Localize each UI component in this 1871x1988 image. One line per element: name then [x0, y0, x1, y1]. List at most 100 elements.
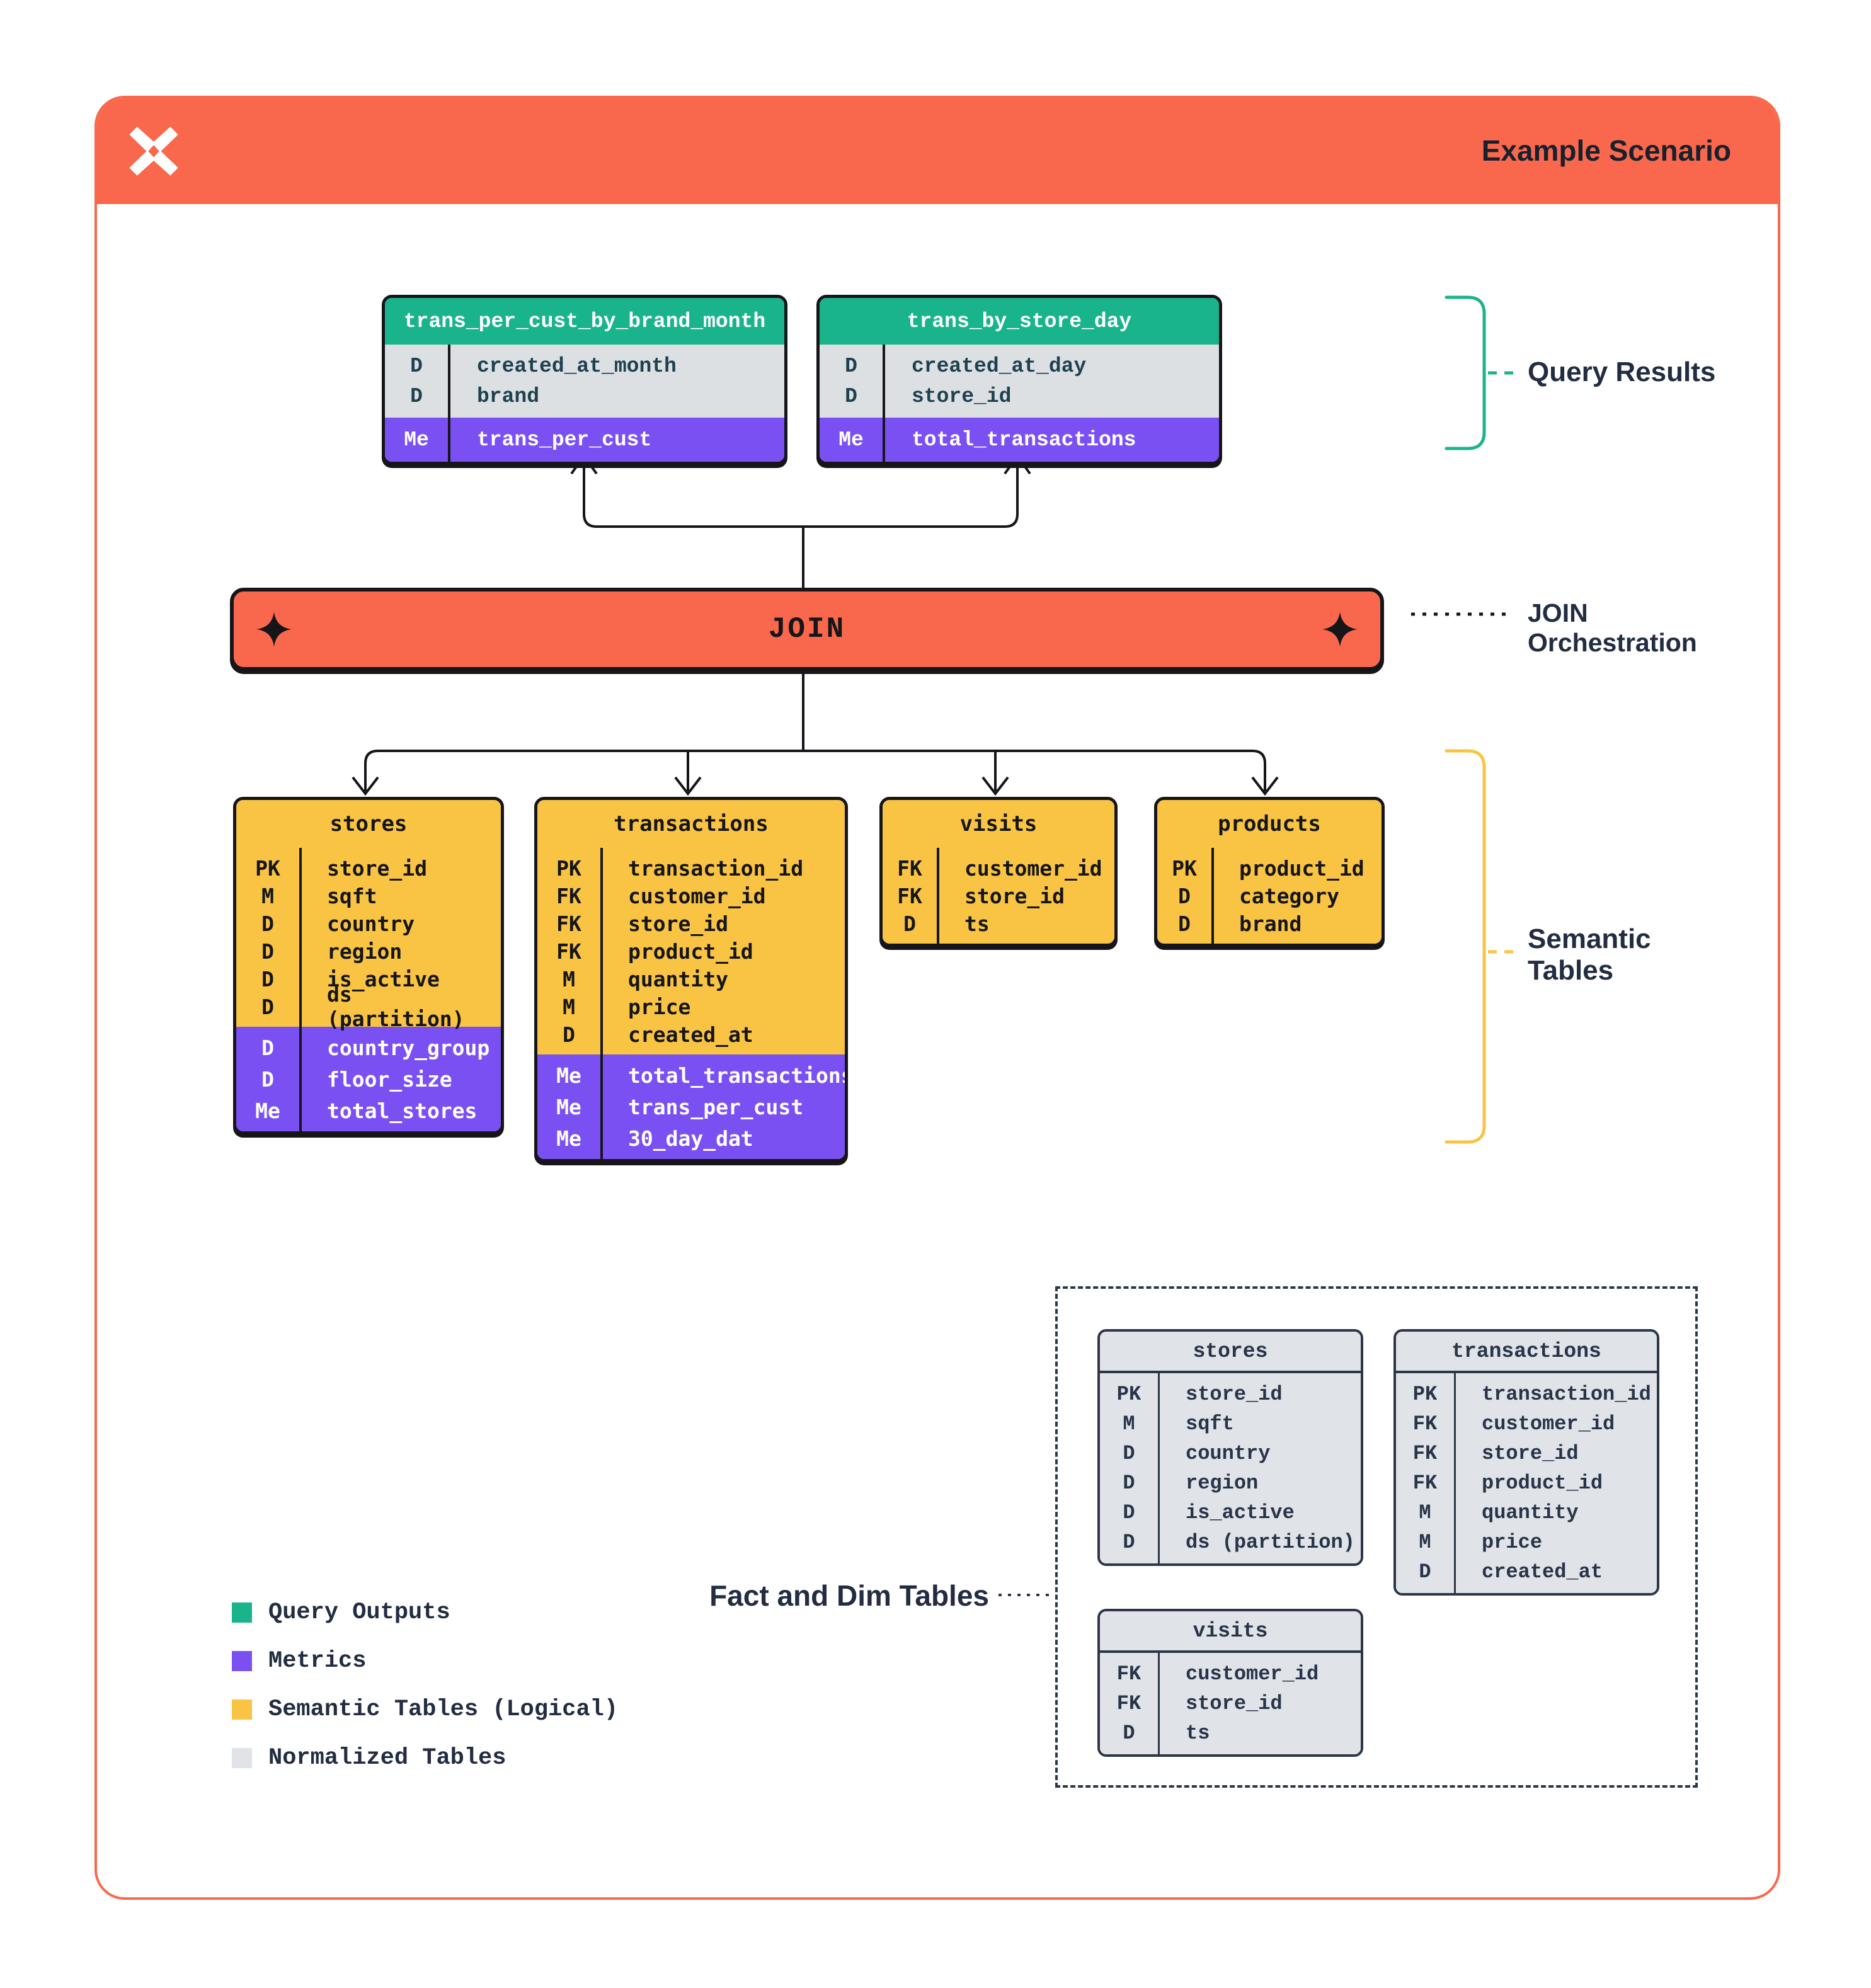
row-field: quantity — [628, 966, 728, 991]
legend-label: Query Outputs — [268, 1599, 450, 1626]
row-field: 30_day_dat — [628, 1126, 753, 1151]
row-field: total_stores — [327, 1098, 478, 1123]
row-key: D — [845, 384, 857, 408]
join-orchestration-line1: JOIN — [1528, 598, 1588, 627]
semantic-tables-annotation: Semantic Tables — [1528, 923, 1651, 986]
column-divider — [1211, 848, 1214, 944]
row-field: store_id — [1186, 1692, 1283, 1715]
row-field: category — [1239, 883, 1339, 908]
row-key: FK — [556, 939, 581, 964]
row-field: ds (partition) — [1186, 1531, 1355, 1554]
join-orchestration-annotation: JOIN Orchestration — [1528, 598, 1697, 658]
row-field: total_transactions — [912, 428, 1136, 452]
row-field: store_id — [912, 384, 1012, 408]
table-title: visits — [883, 800, 1114, 848]
row-key: M — [261, 883, 274, 908]
column-divider — [1158, 1373, 1160, 1563]
row-field: customer_id — [628, 883, 766, 908]
column-divider — [883, 345, 885, 462]
logo-x-icon — [129, 127, 178, 176]
row-key: M — [1419, 1501, 1431, 1524]
row-field: created_at_month — [477, 354, 677, 378]
sparkle-icon — [256, 612, 292, 647]
row-key: D — [903, 911, 916, 936]
row-field: brand — [477, 384, 540, 408]
row-key: Me — [404, 428, 429, 452]
table-row: Me trans_per_cust — [385, 423, 784, 457]
row-key: FK — [897, 855, 922, 881]
row-field: country_group — [327, 1035, 490, 1060]
table-row: Me total_transactions — [820, 423, 1219, 457]
row-field: trans_per_cust — [477, 428, 652, 452]
table-title: stores — [1100, 1332, 1361, 1373]
row-field: created_at — [628, 1022, 753, 1047]
join-orchestration-line2: Orchestration — [1528, 628, 1697, 657]
row-field: store_id — [327, 855, 427, 881]
row-key: PK — [1172, 855, 1197, 881]
row-key: D — [1123, 1501, 1135, 1524]
table-title: transactions — [537, 800, 845, 848]
metric-section: Me trans_per_cust — [385, 418, 784, 462]
row-key: D — [261, 994, 274, 1019]
row-field: store_id — [964, 883, 1065, 908]
table-title: transactions — [1396, 1332, 1657, 1373]
legend-item: Semantic Tables (Logical) — [232, 1696, 618, 1723]
row-key: Me — [838, 428, 864, 452]
row-key: D — [1123, 1442, 1135, 1465]
query-results-annotation: Query Results — [1528, 357, 1716, 387]
row-field: product_id — [1482, 1471, 1603, 1495]
row-field: product_id — [628, 939, 753, 964]
legend-item: Query Outputs — [232, 1599, 618, 1626]
row-field: country — [1186, 1442, 1271, 1465]
row-field: price — [628, 994, 691, 1019]
row-key: D — [1123, 1471, 1135, 1495]
query-outputs-swatch — [232, 1602, 252, 1623]
row-key: FK — [1412, 1471, 1438, 1495]
row-key: D — [410, 354, 423, 378]
row-key: FK — [897, 883, 922, 908]
row-field: ts — [1186, 1722, 1210, 1745]
row-key: M — [1123, 1412, 1135, 1436]
row-field: is_active — [1186, 1501, 1295, 1524]
row-field: customer_id — [1186, 1662, 1319, 1686]
header-bar: Example Scenario — [97, 98, 1778, 204]
column-divider — [1158, 1653, 1160, 1754]
row-key: D — [1178, 911, 1191, 936]
row-field: created_at_day — [912, 354, 1087, 378]
column-divider — [600, 848, 603, 1159]
